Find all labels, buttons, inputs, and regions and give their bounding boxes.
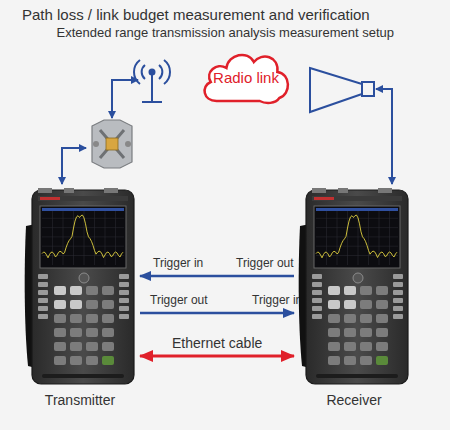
rf-cable: [112, 80, 138, 118]
annotation-label: Extended range transmission analysis mea…: [57, 25, 394, 40]
analyzer-instrument: [24, 186, 136, 386]
rf-cable: [376, 89, 392, 184]
rf-cable: [62, 148, 86, 184]
instrument-node: Transmitter: [24, 186, 136, 386]
annotation-label: Trigger out: [236, 256, 294, 270]
radio-link-cloud: Radio link: [197, 46, 295, 108]
annotation-label: Trigger in: [153, 256, 203, 270]
diagram-title: Path loss / link budget measurement and …: [22, 6, 370, 23]
connector-arrow: [140, 275, 294, 278]
horn-antenna-symbol: [310, 68, 374, 112]
analyzer-instrument: [298, 186, 410, 386]
diplexer-symbol: [92, 120, 132, 168]
annotation-label: Trigger out: [150, 293, 208, 307]
antenna-symbol: [134, 60, 170, 102]
instrument-label: Receiver: [278, 392, 430, 408]
cloud-label: Radio link: [197, 69, 295, 86]
connector-arrow: [140, 355, 294, 358]
connector-arrow: [140, 312, 294, 315]
instrument-node: Receiver: [298, 186, 410, 386]
instrument-label: Transmitter: [4, 392, 156, 408]
annotation-label: Trigger in: [252, 293, 302, 307]
connector-label: Ethernet cable: [172, 335, 262, 351]
